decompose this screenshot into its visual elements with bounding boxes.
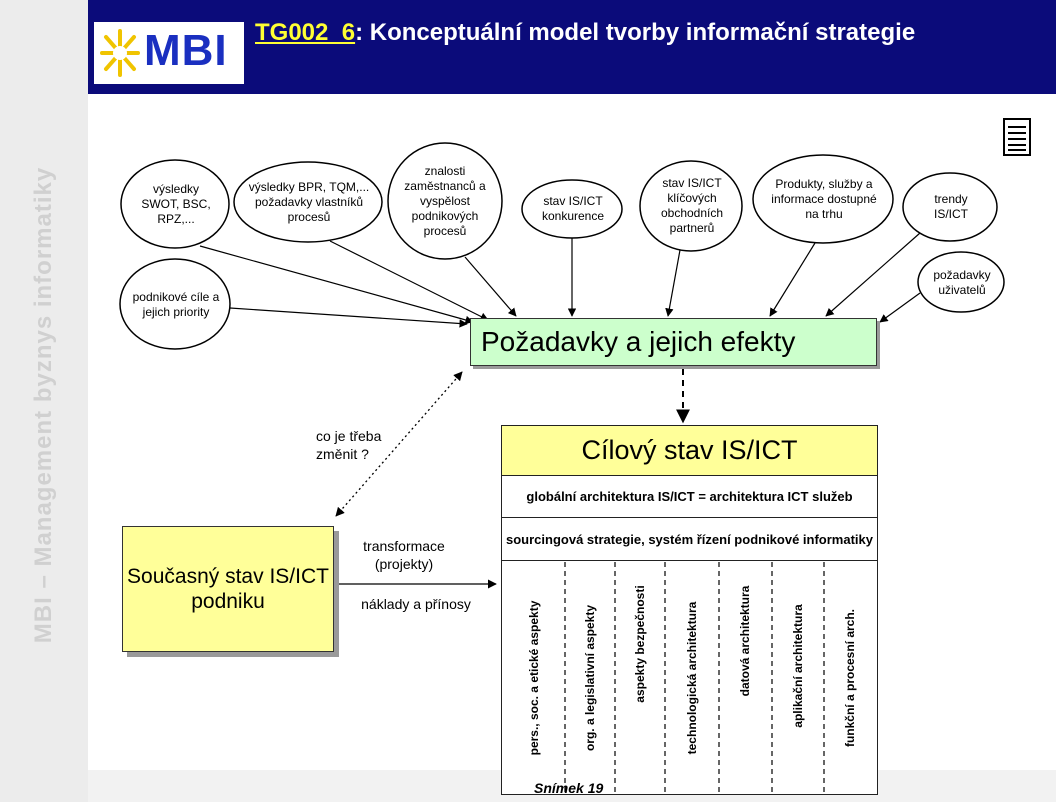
title-text: : Konceptuální model tvorby informační s… bbox=[355, 19, 916, 46]
document-icon[interactable] bbox=[1003, 118, 1031, 156]
bubble-outline bbox=[917, 251, 1005, 313]
title-code: TG002_6 bbox=[255, 19, 356, 46]
input-arrow bbox=[879, 292, 921, 323]
input-arrow bbox=[199, 245, 474, 325]
bubble-outline bbox=[120, 159, 230, 249]
input-bubble-bpr: výsledky BPR, TQM,... požadavky vlastník… bbox=[248, 179, 370, 224]
input-bubble-competition: stav IS/ICT konkurence bbox=[541, 194, 605, 223]
bubble-outline bbox=[387, 142, 503, 260]
page-title: TG002_6: Konceptuální model tvorby infor… bbox=[255, 18, 1035, 48]
title-bar bbox=[88, 0, 1056, 94]
sun-star-icon bbox=[100, 29, 140, 77]
input-arrow bbox=[665, 249, 681, 317]
input-bubble-goals: podnikové cíle a jejich priority bbox=[132, 290, 220, 319]
target-column-legislative: org. a legislativní aspekty bbox=[583, 604, 597, 752]
target-column-social: pers., soc. a etické aspekty bbox=[527, 600, 541, 756]
bubble-outline bbox=[902, 172, 998, 242]
input-bubble-trends: trendy IS/ICT bbox=[933, 192, 968, 221]
input-arrow bbox=[769, 242, 816, 317]
logo: MBI bbox=[94, 22, 244, 84]
target-state-box: Cílový stav IS/ICT globální architektura… bbox=[501, 425, 878, 795]
target-column-dividers bbox=[564, 562, 825, 793]
target-column-data: datová architektura bbox=[738, 585, 752, 697]
target-column-technology: technologická architektura bbox=[685, 601, 699, 755]
input-bubble-knowledge: znalosti zaměstnanců a vyspělost podniko… bbox=[404, 163, 486, 238]
target-column-process: funkční a procesní arch. bbox=[843, 608, 857, 748]
input-arrow bbox=[329, 240, 489, 321]
input-bubble-users: požadavky uživatelů bbox=[933, 268, 991, 297]
bubble-outline bbox=[639, 160, 743, 252]
cost-note: náklady a přínosy bbox=[361, 596, 471, 612]
change-note: co je třeba změnit ? bbox=[316, 428, 382, 462]
logo-text: MBI bbox=[144, 26, 228, 75]
transform-note: transformace (projekty) bbox=[363, 538, 445, 572]
input-arrow bbox=[825, 232, 921, 317]
input-arrow bbox=[464, 256, 517, 317]
target-title: Cílový stav IS/ICT bbox=[502, 426, 877, 476]
target-architecture-row: globální architektura IS/ICT = architekt… bbox=[502, 477, 877, 518]
requirements-box: Požadavky a jejich efekty bbox=[470, 318, 877, 366]
input-bubble-swot: výsledky SWOT, BSC, RPZ,... bbox=[141, 181, 211, 226]
bubble-outline bbox=[233, 161, 383, 243]
input-arrow bbox=[229, 307, 468, 328]
target-column-application: aplikační architektura bbox=[791, 604, 805, 728]
current-state-box: Současný stav IS/ICT podniku bbox=[122, 526, 334, 652]
bubble-outline bbox=[752, 154, 894, 244]
change-arrow bbox=[335, 371, 463, 517]
sidebar: MBI – Management byznys informatiky bbox=[0, 0, 88, 802]
target-sourcing-row: sourcingová strategie, systém řízení pod… bbox=[502, 519, 877, 561]
slide-number: Snímek 19 bbox=[534, 780, 604, 796]
target-column-security: aspekty bezpečnosti bbox=[633, 585, 647, 703]
input-bubble-market: Produkty, služby a informace dostupné na… bbox=[771, 176, 877, 221]
bubble-outline bbox=[119, 258, 231, 350]
input-bubble-partners: stav IS/ICT klíčových obchodních partner… bbox=[660, 176, 724, 235]
